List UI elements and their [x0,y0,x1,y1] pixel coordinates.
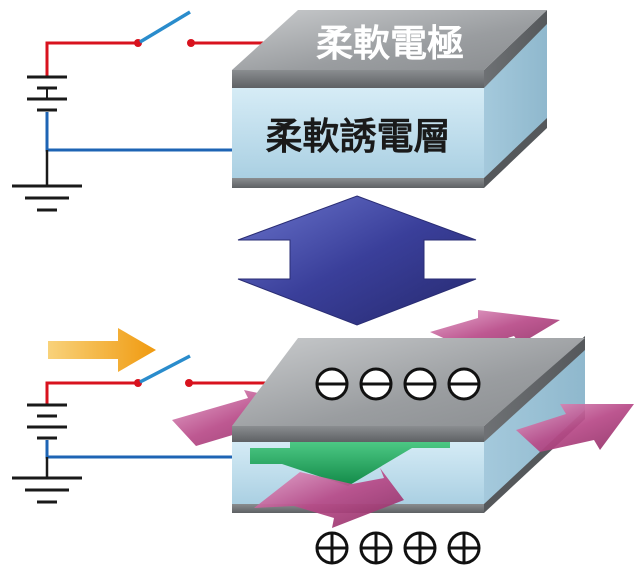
top-positive-wire [45,41,138,76]
top-switch-contact [187,39,195,47]
top-bottom-electrode-front [232,178,484,188]
bottom-circuit [12,328,280,504]
bottom-positive-wire [45,381,138,405]
top-electrode-side [484,10,547,88]
top-slab [232,10,547,188]
top-ground-symbol [12,150,82,212]
top-battery-symbol [27,75,67,112]
expansion-arrows-front [254,404,634,528]
dielectric-label: 柔軟誘電層 [266,115,451,158]
top-bottom-electrode-side [484,118,547,188]
switch-on-arrow [48,328,156,372]
top-electrode-top-face [232,10,547,70]
top-dielectric-side [484,17,547,186]
bottom-electrode-side [484,336,585,442]
bottom-electrode-front [232,426,484,442]
top-circuit [12,10,268,212]
bottom-ground-symbol [12,457,82,504]
positive-charges [315,531,481,565]
bottom-switch-lever [139,354,191,384]
expansion-arrow-front-down [254,468,404,528]
double-arrow [237,195,477,326]
negative-charges [315,367,481,401]
top-dielectric-front [232,88,484,180]
bottom-switch-contact [185,379,193,387]
compression-arrow [250,442,450,486]
bottom-battery-symbol [27,403,67,440]
top-switch-lever [139,10,191,44]
top-electrode-front [232,70,484,88]
electrode-label: 柔軟電極 [316,22,464,65]
expansion-arrow-right [516,404,634,452]
